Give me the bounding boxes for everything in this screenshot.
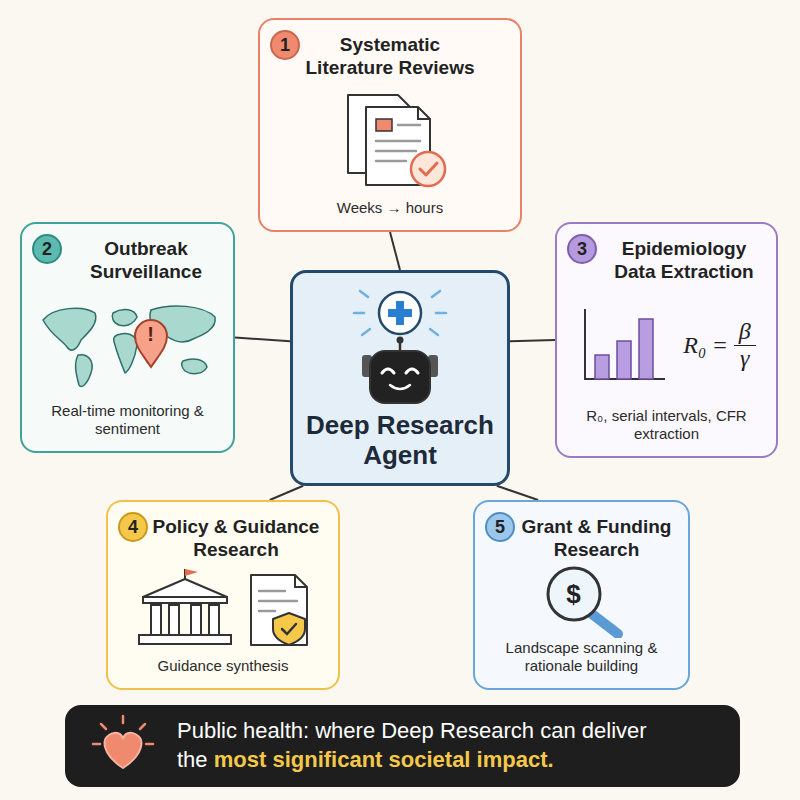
symbol-label: R₀ <box>683 332 706 358</box>
callout-number: 5 <box>495 518 505 536</box>
agent-title: Deep Research Agent <box>293 411 507 471</box>
banner-text: Public health: where Deep Research can d… <box>177 717 682 774</box>
box-subtitle: Landscape scanning & rationale building <box>475 639 688 677</box>
symbol-label: γ <box>740 345 749 371</box>
robot-icon <box>330 287 470 411</box>
box-subtitle: Guidance synthesis <box>108 657 338 676</box>
formula-slot: R₀ <box>683 332 706 359</box>
symbol-label: ! <box>147 323 154 345</box>
agent-box: Deep Research Agent <box>290 270 510 486</box>
box-subtitle: R₀, serial intervals, CFR extraction <box>557 407 776 445</box>
magnifier-drawing <box>532 562 632 638</box>
callout-number: 3 <box>577 240 587 258</box>
callout-number: 4 <box>128 518 138 536</box>
box-subtitle: Weeks → hours <box>260 199 520 218</box>
impact-banner: Public health: where Deep Research can d… <box>65 705 740 787</box>
world-map: ! <box>33 295 223 391</box>
symbol-label: $ <box>566 579 580 609</box>
connector-line <box>235 338 290 342</box>
callout-number: 2 <box>32 234 62 264</box>
callout-number: 5 <box>485 512 515 542</box>
use-case-box: Outbreak Surveillance ! Real-time monito… <box>20 222 235 453</box>
banner-highlight: most significant societal impact. <box>214 747 554 772</box>
callout-number: 1 <box>280 36 290 54</box>
connector-line <box>497 486 538 500</box>
box-subtitle: Real-time monitoring & sentiment <box>22 402 233 440</box>
map-drawing <box>33 295 223 391</box>
formula-slot: γ <box>740 346 749 371</box>
formula-slot: = <box>713 332 727 359</box>
use-case-box: Policy & Guidance Research Guidance synt… <box>106 500 340 690</box>
fraction: β γ <box>734 319 756 370</box>
connector-line <box>510 340 555 341</box>
documents-icon <box>320 89 460 189</box>
connector-line <box>270 486 303 500</box>
formula-slot: β <box>739 319 751 344</box>
bar-chart <box>577 305 669 385</box>
magnifier-icon: $ <box>532 562 632 638</box>
use-case-box: Epidemiology Data Extraction R₀ = β γ R₀… <box>555 222 778 458</box>
government-icons <box>125 569 321 649</box>
epi-chart: R₀ = β γ <box>577 300 756 390</box>
callout-number: 4 <box>118 512 148 542</box>
use-case-box: Systematic Literature Reviews Weeks → ho… <box>258 18 522 232</box>
dollar-slot: $ <box>560 579 588 610</box>
callout-number: 1 <box>270 30 300 60</box>
pin-slot: ! <box>141 323 161 346</box>
formula: R₀ = β γ <box>683 319 756 370</box>
connector-line <box>390 232 400 270</box>
symbol-label: β <box>739 318 751 344</box>
symbol-label: = <box>713 332 727 358</box>
callout-number: 2 <box>42 240 52 258</box>
heart-icon <box>91 714 155 778</box>
use-case-box: Grant & Funding Research $ Landscape sca… <box>473 500 690 690</box>
callout-number: 3 <box>567 234 597 264</box>
